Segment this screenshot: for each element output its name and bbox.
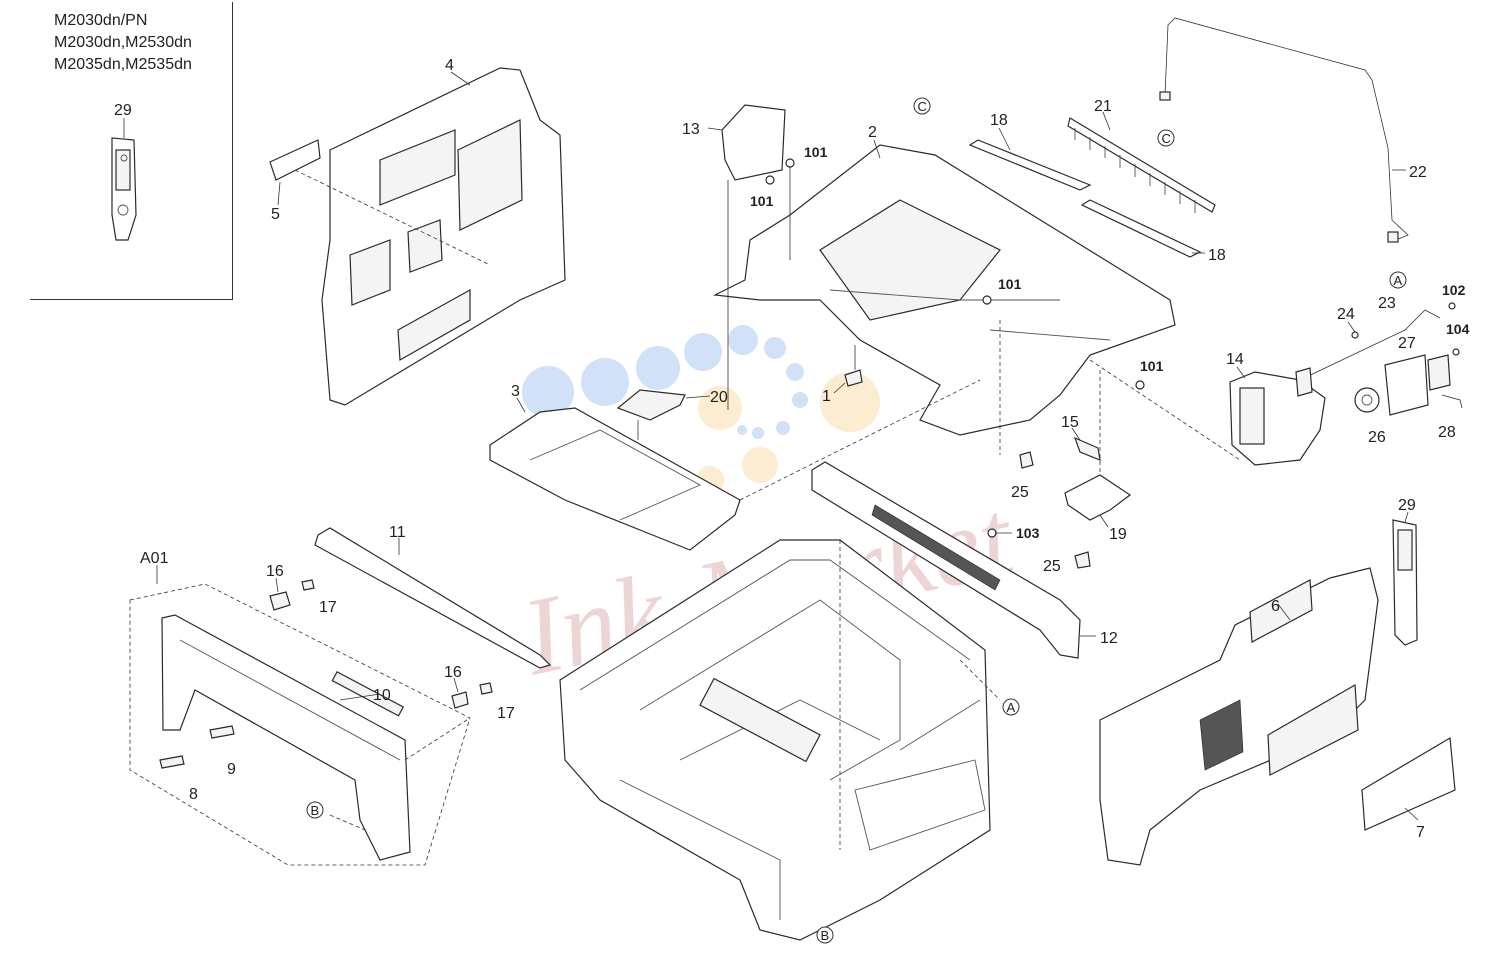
part-11-rail: [314, 527, 552, 669]
model-variant-list: M2030dn/PN M2030dn,M2530dn M2035dn,M2535…: [54, 10, 192, 76]
label-screw-104: 104: [1446, 321, 1470, 337]
label-part-18-bottom: 18: [1208, 247, 1226, 264]
label-screw-102: 102: [1442, 282, 1466, 298]
label-screw-101-a: 101: [804, 144, 828, 160]
label-screw-103: 103: [1016, 525, 1040, 541]
part-callout-labels: 29 4 5 13 2 18 21 22 18 24 23 27 14 26 2…: [114, 57, 1456, 841]
label-part-11: 11: [389, 524, 406, 541]
part-13-guide: [707, 104, 786, 410]
label-part-6: 6: [1271, 598, 1280, 615]
marker-c-cable: C: [1162, 131, 1171, 146]
parts-15-19-25-hardware: [999, 320, 1132, 569]
model-variant-box: M2030dn/PN M2030dn,M2530dn M2035dn,M2535…: [30, 2, 233, 300]
screws: [765, 158, 1145, 850]
label-part-23: 23: [1378, 295, 1396, 312]
marker-a-frame: A: [1007, 700, 1016, 715]
part-5-bracket: [269, 139, 491, 266]
part-29-inset-drawing: [111, 118, 137, 241]
part-20-flap: [616, 389, 711, 440]
model-variant-3: M2035dn,M2535dn: [54, 56, 192, 73]
label-part-9: 9: [227, 761, 236, 778]
model-variant-1: M2030dn/PN: [54, 12, 148, 29]
label-part-25-top: 25: [1011, 484, 1029, 501]
part-1-latch: [833, 345, 863, 394]
label-part-1: 1: [822, 388, 831, 405]
alignment-lines: [329, 379, 1001, 831]
part-10-front-cover: [159, 614, 411, 861]
parts-16-17-hardware: [269, 577, 493, 709]
model-variant-2: M2030dn,M2530dn: [54, 34, 192, 51]
label-part-16-right: 16: [444, 664, 462, 681]
marker-b-cover: B: [311, 803, 320, 818]
label-screw-101-b: 101: [750, 193, 774, 209]
label-part-3: 3: [511, 383, 520, 400]
marker-a-top: A: [1394, 273, 1403, 288]
label-part-28: 28: [1438, 424, 1456, 441]
label-part-5: 5: [271, 206, 280, 223]
label-part-2: 2: [868, 124, 877, 141]
right-assembly-parts: [1089, 302, 1463, 466]
label-part-22: 22: [1409, 164, 1427, 181]
part-7-panel: [1361, 737, 1456, 831]
label-part-18-top: 18: [990, 112, 1008, 129]
label-part-17-right: 17: [497, 705, 515, 722]
label-part-27: 27: [1398, 335, 1416, 352]
label-part-12: 12: [1100, 630, 1118, 647]
part-29-right-panel: [1392, 511, 1418, 646]
label-group-a01: A01: [140, 550, 169, 567]
label-screw-101-c: 101: [998, 276, 1022, 292]
label-part-14: 14: [1226, 351, 1244, 368]
group-a01-outline: [129, 565, 471, 866]
label-part-29-inset: 29: [114, 102, 132, 119]
part-12-rear-rail: [811, 461, 1096, 659]
label-screw-101-d: 101: [1140, 358, 1164, 374]
part-4-left-cover: [321, 67, 566, 406]
part-6-right-cover: [1099, 567, 1379, 866]
label-part-21: 21: [1094, 98, 1112, 115]
part-18-strips: [968, 127, 1205, 258]
part-3-output-tray: [489, 397, 741, 551]
label-part-26: 26: [1368, 429, 1386, 446]
part-22-cable: [1159, 17, 1409, 243]
label-part-15: 15: [1061, 414, 1079, 431]
marker-b-frame: B: [821, 928, 830, 943]
label-part-13: 13: [682, 121, 700, 138]
screw-callout-labels: 101 101 101 101 102 104 103: [750, 144, 1470, 541]
label-part-29-right: 29: [1398, 497, 1416, 514]
label-part-24: 24: [1337, 306, 1355, 323]
marker-c-top: C: [918, 99, 927, 114]
label-part-17-left: 17: [319, 599, 337, 616]
label-part-20: 20: [710, 389, 728, 406]
label-part-19: 19: [1109, 526, 1127, 543]
main-frame-drawing: [559, 539, 991, 941]
part-2-top-tray: [712, 139, 1176, 436]
label-part-7: 7: [1416, 824, 1425, 841]
label-part-25-bottom: 25: [1043, 558, 1061, 575]
reference-markers: C C A A B B: [306, 97, 1407, 944]
label-part-4: 4: [445, 57, 454, 74]
label-part-8: 8: [189, 786, 198, 803]
label-part-10: 10: [373, 687, 391, 704]
label-part-16-left: 16: [266, 563, 284, 580]
part-21-brush: [1067, 111, 1216, 213]
